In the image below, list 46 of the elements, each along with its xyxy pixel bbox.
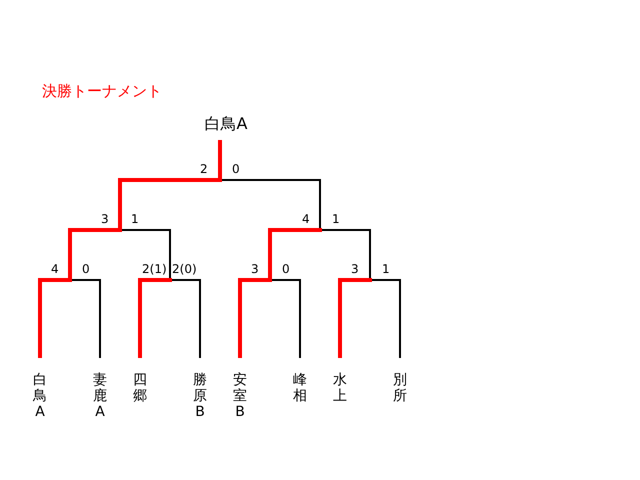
team-name: 妻鹿A [92, 358, 108, 420]
bracket-line [320, 229, 371, 280]
team-name: 水上 [332, 358, 348, 404]
junction-point [68, 278, 72, 282]
junction-point [218, 178, 222, 182]
score: 3 [251, 262, 259, 276]
junction-point [368, 278, 372, 282]
score: 2(0) [172, 262, 197, 276]
score: 1 [131, 212, 139, 226]
team-name: 別所 [392, 358, 408, 404]
bracket-line [120, 229, 171, 280]
bracket-line [338, 278, 370, 358]
score: 1 [382, 262, 390, 276]
score: 2 [200, 162, 208, 176]
bracket-line [70, 279, 101, 358]
score: 0 [282, 262, 290, 276]
junction-point [318, 228, 322, 232]
score: 4 [51, 262, 59, 276]
junction-point [168, 278, 172, 282]
bracket-line [268, 228, 320, 280]
bracket-line [118, 178, 220, 230]
bracket-line [370, 279, 401, 358]
score: 4 [302, 212, 310, 226]
team-name: 四郷 [132, 358, 148, 404]
bracket-line [218, 140, 222, 180]
team-name: 白鳥A [32, 358, 48, 420]
bracket-line [220, 179, 321, 230]
score: 2(1) [142, 262, 167, 276]
bracket-line [170, 279, 201, 358]
team-name: 安室B [232, 358, 248, 420]
bracket-line [38, 278, 70, 358]
bracket-line [138, 278, 170, 358]
junction-point [268, 278, 272, 282]
score: 0 [82, 262, 90, 276]
team-name: 勝原B [192, 358, 208, 420]
bracket-line [238, 278, 270, 358]
winner-name: 白鳥A [204, 114, 248, 135]
bracket-line [68, 228, 120, 280]
score: 3 [351, 262, 359, 276]
title: 決勝トーナメント [42, 82, 162, 101]
score: 3 [101, 212, 109, 226]
bracket-line [270, 279, 301, 358]
score: 1 [332, 212, 340, 226]
junction-point [118, 228, 122, 232]
score: 0 [232, 162, 240, 176]
team-name: 峰相 [292, 358, 308, 404]
